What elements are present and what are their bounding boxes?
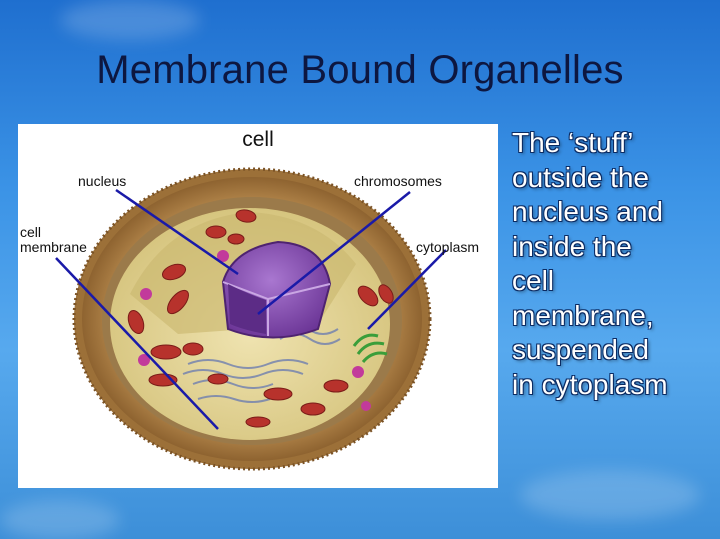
body-text: The ‘stuff’ outside the nucleus and insi… xyxy=(512,126,712,402)
mitochondria xyxy=(127,209,394,428)
background-cloud xyxy=(0,500,120,539)
body-line: in cytoplasm xyxy=(512,368,668,400)
cell-diagram: cell xyxy=(20,128,479,471)
label-cell-membrane-line2: membrane xyxy=(20,239,87,255)
label-nucleus: nucleus xyxy=(78,173,126,189)
leader-line-cytoplasm xyxy=(367,249,447,330)
leader-lines xyxy=(55,188,447,430)
body-line: outside the xyxy=(512,161,649,193)
slide-title: Membrane Bound Organelles xyxy=(96,48,624,92)
label-cytoplasm: cytoplasm xyxy=(416,239,479,255)
golgi-apparatus xyxy=(352,333,388,363)
body-line: nucleus and xyxy=(512,196,664,227)
lysosomes xyxy=(138,250,371,411)
body-line: The ‘stuff’ xyxy=(512,127,634,158)
body-line: membrane, xyxy=(512,299,654,331)
body-line: cell xyxy=(512,265,555,296)
nucleus xyxy=(221,240,332,339)
body-line: suspended xyxy=(512,334,650,365)
cell-diagram-panel: cell xyxy=(18,124,498,488)
label-chromosomes: chromosomes xyxy=(354,173,442,189)
background-cloud xyxy=(520,470,700,520)
label-cell-membrane-line1: cell xyxy=(20,224,41,240)
body-line: inside the xyxy=(512,230,632,262)
leader-line-cell-membrane xyxy=(55,257,219,430)
background-cloud xyxy=(60,0,200,40)
diagram-title: cell xyxy=(242,128,274,151)
leader-line-chromosomes xyxy=(257,191,411,315)
leader-line-nucleus xyxy=(115,188,239,276)
